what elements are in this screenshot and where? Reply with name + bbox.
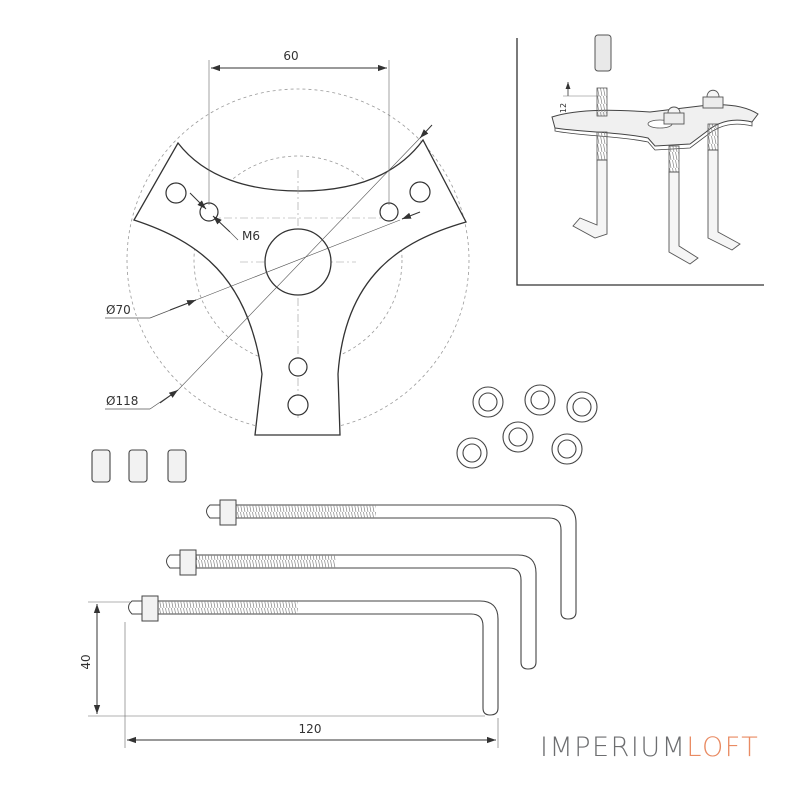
spring-washer	[456, 437, 488, 469]
dim-outer-diameter-label: Ø118	[106, 394, 138, 408]
spring-washer	[524, 384, 556, 416]
m6-hole-right	[379, 202, 399, 222]
dim-thread-height-label: 12	[559, 103, 568, 113]
outer-hole-bottom	[287, 394, 309, 416]
dim-120-label: 120	[299, 722, 322, 736]
assembly-bolt-middle	[663, 106, 699, 265]
flat-washer	[551, 433, 583, 465]
assembly-bolt-right	[702, 89, 741, 251]
m6-hole-bottom	[288, 357, 308, 377]
brand-name-part1: IMPERIUM	[540, 732, 687, 763]
brand-name-part2: LOFT	[686, 732, 760, 763]
assembly-frame	[516, 38, 764, 286]
l-bolt-middle	[166, 549, 537, 670]
dim-60-label: 60	[283, 49, 298, 63]
outer-hole-left	[165, 182, 187, 204]
l-bolt-top	[206, 499, 577, 620]
dim-inner-diameter-label: Ø70	[106, 303, 131, 317]
mounting-plate-view: 60 M6 Ø70 Ø118	[105, 49, 470, 436]
outer-construction-circle	[126, 88, 470, 432]
spacer-sleeve	[128, 449, 148, 483]
spacer-sleeve	[167, 449, 187, 483]
flat-washer	[502, 421, 534, 453]
flat-washer	[566, 391, 598, 423]
center-hole	[264, 228, 332, 296]
washers	[456, 384, 598, 469]
brand-logo: IMPERIUMLOFT	[540, 732, 759, 763]
dim-m6-label: M6	[242, 229, 260, 243]
dim-40-label: 40	[79, 654, 93, 669]
spring-washer	[472, 386, 504, 418]
bolt-dimensions: 40 120	[79, 601, 499, 748]
outer-hole-right	[409, 181, 431, 203]
assembly-view: 12	[516, 34, 764, 286]
spacers	[91, 449, 187, 483]
l-bolt-bottom	[128, 595, 499, 716]
spacer-sleeve	[91, 449, 111, 483]
assembly-bolt-left	[572, 87, 608, 239]
assembly-spacer	[594, 34, 612, 72]
